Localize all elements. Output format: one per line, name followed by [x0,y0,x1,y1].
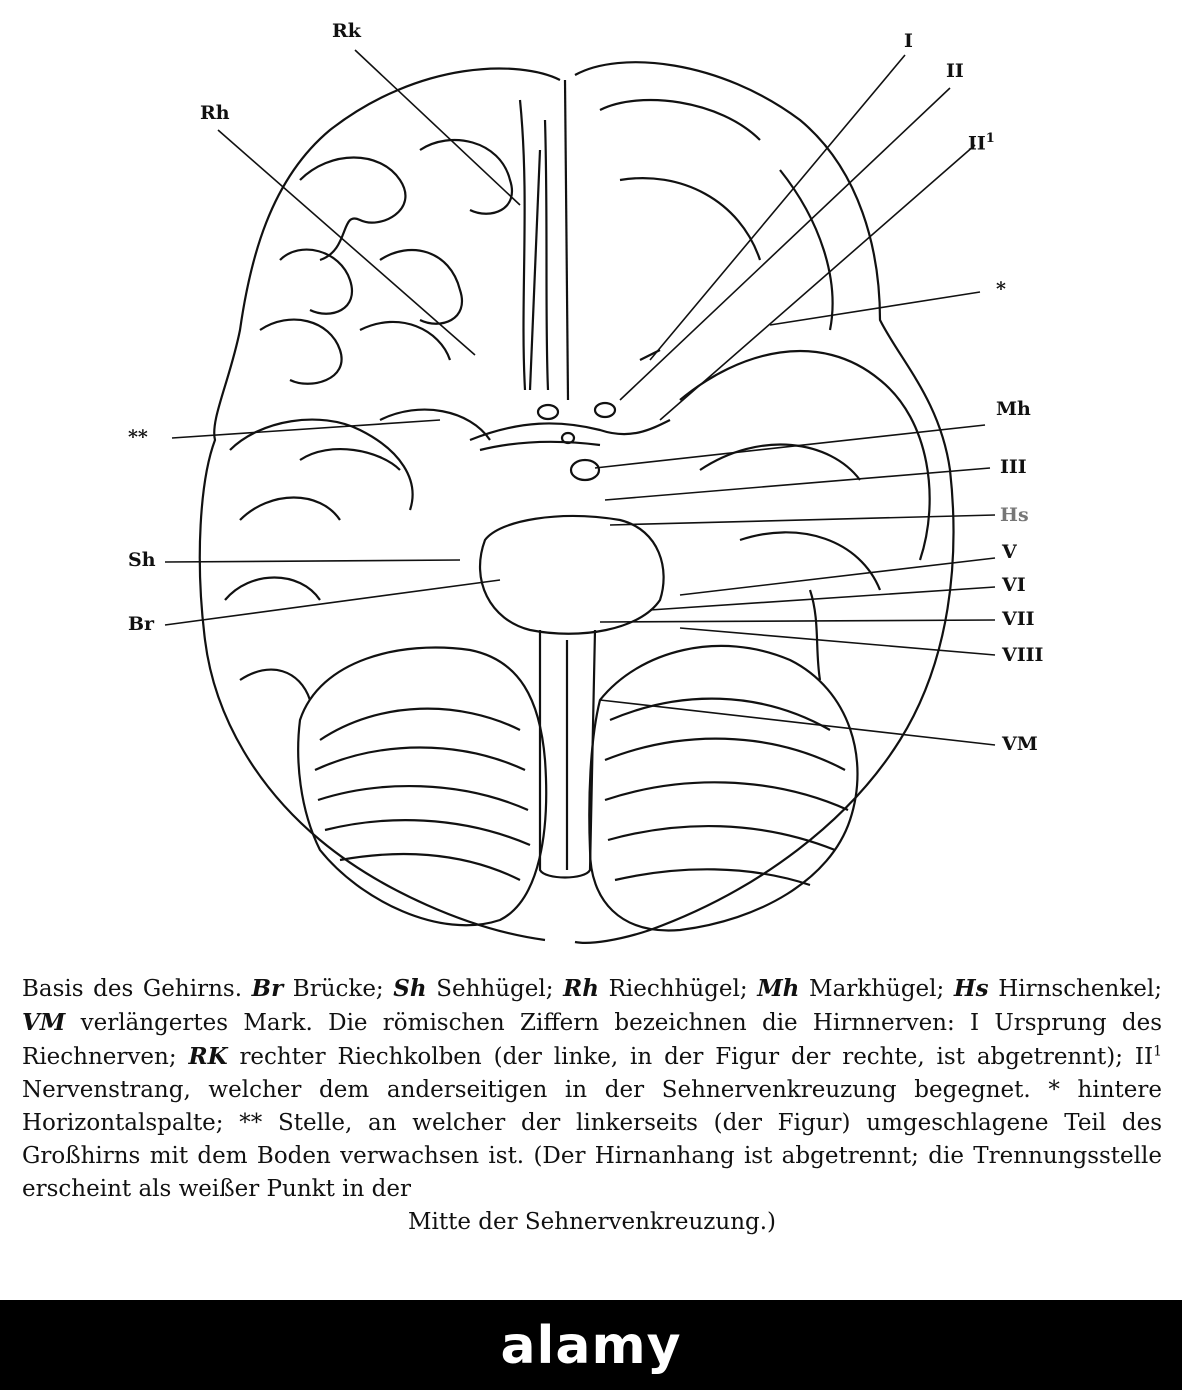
optic-chiasm [469,419,671,442]
caption-body: Basis des Gehirns. Br Brücke; Sh Sehhüge… [22,972,1162,1206]
brain-base-illustration: Rk Rh I II II1 * ** Mh III Hs Sh Br V VI… [128,20,1044,944]
caption-last-line: Mitte der Sehnervenkreuzung.) [407,1209,777,1235]
longitudinal-fissure [563,79,570,401]
caption-ii1-abbr: II [1134,1044,1154,1070]
label-i: I [904,30,913,52]
caption-vm-abbr: VM [22,1009,66,1036]
label-viii: VIII [1002,644,1044,666]
label-star: * [996,278,1006,300]
leader-lines [164,49,996,746]
caption-title: Basis des Gehirns. [22,976,243,1002]
right-hemisphere-outline [574,61,955,944]
cerebellum-right [588,644,859,932]
label-br: Br [128,613,155,635]
caption-hs-text: Hirnschenkel; [998,976,1162,1002]
brain-drawing [164,49,996,944]
caption-sh-abbr: Sh [393,975,427,1002]
label-vii: VII [1002,608,1035,630]
medulla [538,629,597,879]
caption-br-abbr: Br [251,975,284,1002]
label-ii: II [946,60,964,82]
figure-caption: Basis des Gehirns. Br Brücke; Sh Sehhüge… [22,972,1162,1239]
caption-rh-text: Riechhügel; [608,976,748,1002]
label-rh: Rh [200,102,230,124]
caption-mh-text: Markhügel; [809,976,945,1002]
label-mh: Mh [996,398,1031,420]
label-v: V [1002,541,1017,563]
caption-rh-abbr: Rh [563,975,599,1002]
watermark-logo: alamy [500,1316,682,1376]
label-ii1-sup: 1 [985,131,995,146]
pons [478,515,665,635]
caption-ii1-text: Nervenstrang, welcher dem anderseitigen … [22,1077,1031,1103]
caption-hs-abbr: Hs [953,975,989,1002]
label-double-star: ** [128,426,148,448]
label-sh: Sh [128,549,156,571]
label-vm: VM [1002,733,1038,755]
caption-ii1-sup: 1 [1153,1043,1162,1060]
label-hs: Hs [1000,504,1029,526]
watermark-bar [0,1300,1182,1390]
caption-roman-text: Die römischen Ziffern bezeichnen die Hir… [22,1010,1163,1070]
caption-rk-abbr: RK [188,1043,228,1070]
label-iii: III [1000,456,1027,478]
label-ii1: II1 [968,131,995,155]
caption-br-text: Brücke; [292,976,384,1002]
caption-rk-text: rechter Riechkolben (der linke, in der F… [239,1044,1124,1070]
caption-double-star-text: ** Stelle, an welcher der linkerseits (d… [22,1110,1163,1202]
caption-vm-text: verlängertes Mark. [80,1010,313,1036]
left-hemisphere-outline [198,67,561,942]
label-rk: Rk [332,20,361,42]
caption-star-text: * hintere Horizontalspalte; [22,1077,1162,1136]
caption-sh-text: Sehhügel; [436,976,554,1002]
label-vi: VI [1002,574,1026,596]
caption-mh-abbr: Mh [757,975,800,1002]
